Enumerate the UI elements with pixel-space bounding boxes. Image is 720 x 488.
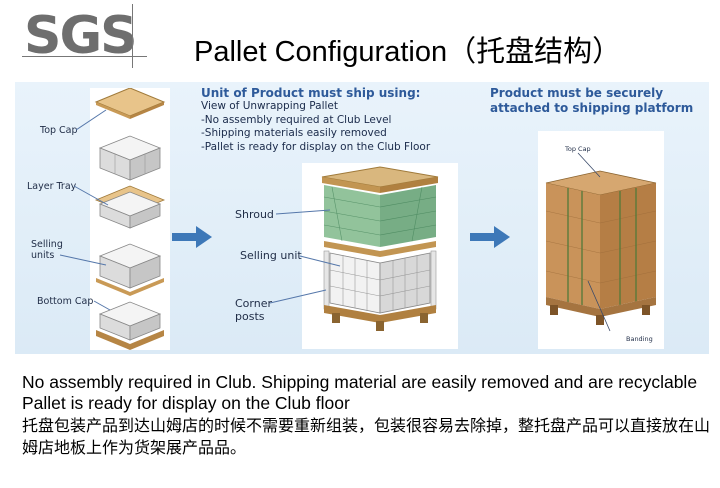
label-right-top-cap: Top Cap <box>565 145 591 153</box>
logo-rule-horizontal <box>22 56 147 57</box>
secured-pallet-illustration <box>545 152 657 332</box>
page-title: Pallet Configuration（托盘结构） <box>194 36 622 68</box>
right-heading: Product must be securely attached to shi… <box>490 86 694 115</box>
arrow-right-icon <box>172 226 212 248</box>
label-bottom-cap: Bottom Cap <box>37 296 94 307</box>
sgs-logo: SGS <box>18 4 158 68</box>
exploded-pallet-illustration <box>94 87 166 350</box>
label-corner-posts: Corner posts <box>235 297 273 323</box>
middle-notes: View of Unwrapping Pallet -No assembly r… <box>201 100 430 154</box>
secured-pallet-card <box>538 131 664 349</box>
logo-rule-vertical <box>132 4 133 68</box>
body-text-english: No assembly required in Club. Shipping m… <box>22 372 698 413</box>
middle-heading: Unit of Product must ship using: <box>201 86 421 100</box>
unwrapping-pallet-card <box>302 163 458 349</box>
middle-note-2: -No assembly required at Club Level <box>201 113 392 126</box>
exploded-pallet-card <box>90 87 170 350</box>
body-text-chinese: 托盘包装产品到达山姆店的时候不需要重新组装，包装很容易去除掉，整托盘产品可以直接… <box>22 416 711 457</box>
middle-note-4: -Pallet is ready for display on the Club… <box>201 140 431 153</box>
label-selling-unit: Selling unit <box>240 249 302 262</box>
arrow-right-icon-2 <box>470 226 510 248</box>
label-top-cap: Top Cap <box>40 125 78 136</box>
middle-note-1: View of Unwrapping Pallet <box>201 100 339 112</box>
label-shroud: Shroud <box>235 208 274 221</box>
body-text: No assembly required in Club. Shipping m… <box>22 372 712 459</box>
middle-note-3: -Shipping materials easily removed <box>201 127 387 139</box>
label-banding: Banding <box>626 335 653 343</box>
label-selling-units: Selling units <box>31 239 63 261</box>
label-layer-tray: Layer Tray <box>27 181 77 192</box>
unwrapping-pallet-illustration <box>321 166 439 331</box>
